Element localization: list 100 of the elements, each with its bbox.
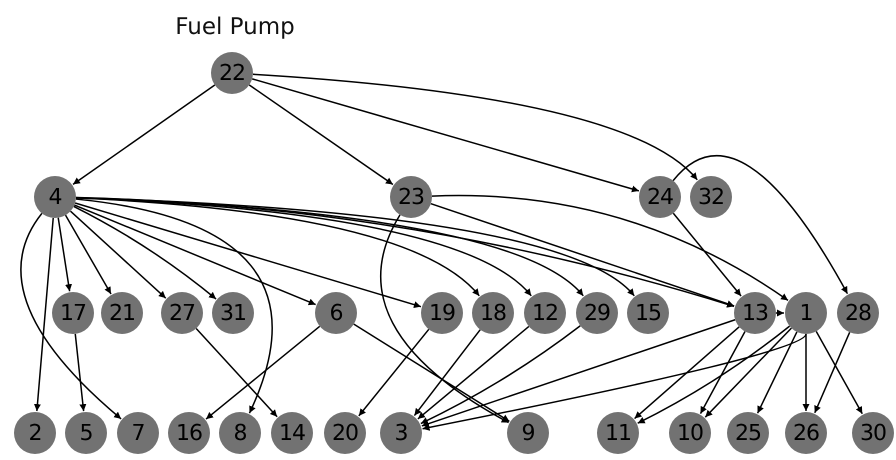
arrow	[34, 218, 54, 412]
arrow	[430, 203, 734, 308]
node-label: 14	[279, 420, 305, 446]
arrow	[74, 334, 86, 412]
arrow	[76, 198, 273, 414]
arrow	[20, 212, 122, 420]
arrow	[358, 328, 430, 416]
arrow	[816, 330, 863, 414]
graph-node	[52, 292, 94, 334]
node-label: 4	[48, 184, 62, 210]
node-label: 32	[698, 184, 724, 210]
node-label: 9	[522, 420, 534, 446]
graph-node	[390, 176, 432, 218]
arrow	[57, 218, 72, 292]
arrow	[420, 325, 581, 424]
node-label: 24	[647, 184, 673, 210]
node-label: 29	[584, 300, 610, 326]
graph-node	[211, 52, 253, 94]
node-label: 30	[860, 420, 886, 446]
graph-node	[472, 292, 514, 334]
arrow	[634, 326, 740, 420]
arrow	[432, 194, 788, 301]
node-label: 7	[132, 420, 144, 446]
graph-node	[65, 412, 107, 454]
graph-node	[639, 176, 681, 218]
node-label: 18	[480, 300, 506, 326]
arrow	[248, 84, 394, 186]
graph-node	[324, 412, 366, 454]
arrow	[637, 326, 790, 424]
node-label: 12	[532, 300, 558, 326]
node-label: 20	[332, 420, 358, 446]
arrow	[802, 334, 810, 411]
graph-node	[734, 292, 776, 334]
arrow	[74, 204, 316, 306]
arrow	[756, 332, 798, 414]
node-label: 17	[60, 300, 86, 326]
arrow	[64, 214, 112, 294]
node-label: 1	[800, 300, 812, 326]
arrow	[206, 326, 320, 420]
graph-node	[597, 412, 639, 454]
arrow	[76, 196, 734, 308]
arrow	[74, 202, 422, 308]
graph-node	[837, 292, 879, 334]
node-label: 8	[234, 420, 246, 446]
node-label: 23	[398, 184, 424, 210]
arrow	[776, 310, 784, 316]
node-label: 11	[605, 420, 631, 446]
arrow	[672, 212, 742, 296]
graph-node	[852, 412, 894, 454]
graph-node	[785, 292, 827, 334]
graph-node	[380, 412, 422, 454]
arrow	[70, 210, 166, 299]
graph-node	[727, 412, 769, 454]
node-label: 16	[176, 420, 202, 446]
node-label: 6	[330, 300, 342, 326]
arrow	[814, 332, 850, 414]
node-label: 2	[28, 420, 42, 446]
graph-node	[669, 412, 711, 454]
node-label: 26	[793, 420, 819, 446]
arrow	[353, 324, 510, 422]
arrow	[417, 326, 530, 420]
graph-node	[34, 176, 76, 218]
graph-node	[168, 412, 210, 454]
arrow	[252, 78, 640, 192]
node-label: 10	[677, 420, 703, 446]
graph-node	[14, 412, 56, 454]
graph-node	[507, 412, 549, 454]
node-label: 22	[219, 60, 245, 86]
node-label: 15	[635, 300, 661, 326]
node-label: 27	[169, 300, 195, 326]
graph-node	[421, 292, 463, 334]
node-label: 19	[429, 300, 455, 326]
arrow	[672, 155, 848, 294]
graph-node	[576, 292, 618, 334]
graph-node	[212, 292, 254, 334]
graph-node	[627, 292, 669, 334]
arrow	[252, 74, 698, 180]
graph-node	[161, 292, 203, 334]
arrow	[414, 329, 481, 416]
graph-node	[219, 412, 261, 454]
arrow	[422, 334, 807, 431]
node-label: 21	[109, 300, 135, 326]
graph-node	[117, 412, 159, 454]
graph-node	[315, 292, 357, 334]
arrow	[380, 214, 509, 424]
arrow	[73, 206, 216, 300]
node-label: 28	[845, 300, 871, 326]
arrow	[704, 328, 792, 418]
node-label: 13	[742, 300, 768, 326]
graph-node	[690, 176, 732, 218]
arrow	[422, 319, 736, 427]
diagram-title: Fuel Pump	[174, 14, 296, 40]
node-label: 5	[80, 420, 92, 446]
graph-node	[271, 412, 313, 454]
node-label: 3	[394, 420, 408, 446]
graph-node	[524, 292, 566, 334]
arrow	[196, 328, 278, 418]
node-label: 31	[220, 300, 246, 326]
graph-node	[785, 412, 827, 454]
node-label: 25	[735, 420, 761, 446]
